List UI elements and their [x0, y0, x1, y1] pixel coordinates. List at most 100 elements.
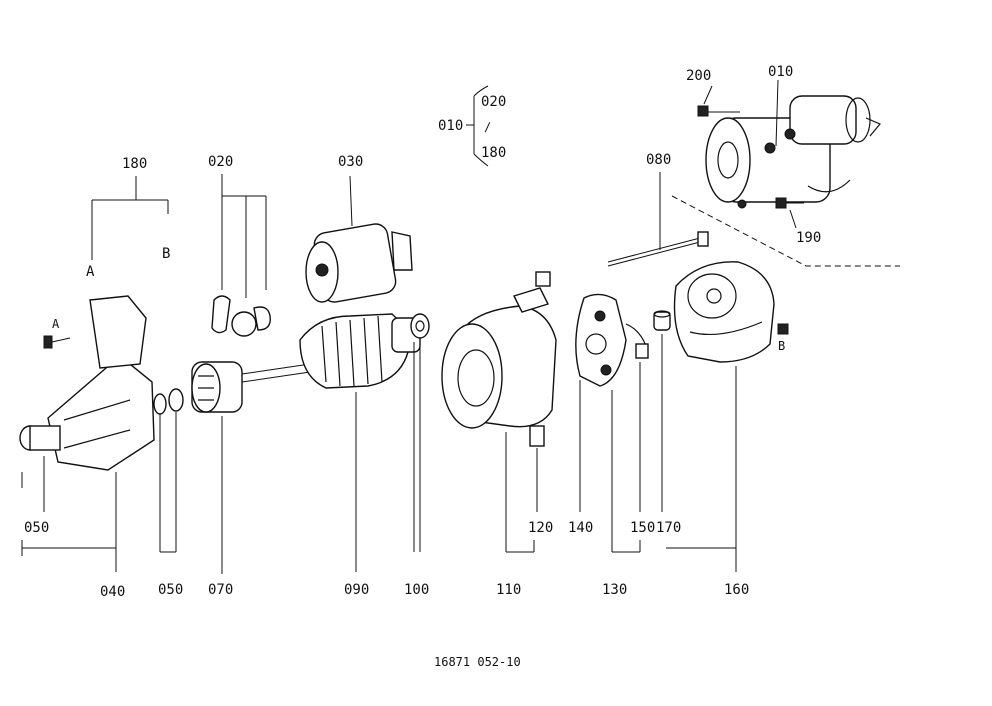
- ref-b-top: B: [162, 246, 170, 262]
- bracket-050-bottom: [159, 412, 177, 553]
- leader-030: [349, 175, 353, 227]
- assembly-boundary-line: [671, 195, 900, 267]
- assembly-legend: 010 020 ∕ 180: [438, 85, 506, 167]
- bolt-190: [775, 197, 804, 229]
- assembled-end-cover-inner: [717, 141, 739, 179]
- rear-frame-rim: [689, 321, 763, 336]
- callout-040: 040: [100, 584, 125, 600]
- callout-130: 130: [602, 582, 627, 598]
- assembled-solenoid: [789, 95, 857, 145]
- yoke-110: [441, 271, 557, 553]
- solenoid-030: [305, 175, 413, 303]
- bracket-180: [91, 176, 169, 260]
- callout-080: 080: [646, 152, 671, 168]
- yoke-field-pole: [457, 349, 495, 407]
- clutch-070: [191, 361, 243, 574]
- callout-150: 150: [630, 520, 655, 536]
- callout-170: 170: [656, 520, 681, 536]
- callout-020: 020: [208, 154, 233, 170]
- through-bolt-shank-bottom: [607, 241, 701, 267]
- shift-lever: [211, 295, 231, 334]
- callout-070: 070: [208, 582, 233, 598]
- bolt-190-head: [775, 197, 787, 209]
- bushing-body: [653, 311, 671, 331]
- legend-range-separator: ∕: [484, 120, 491, 134]
- assembled-starter: [671, 79, 900, 267]
- callout-010: 010: [768, 64, 793, 80]
- solenoid-plunger: [315, 263, 329, 277]
- armature-090: [241, 313, 421, 572]
- bushing-170: [653, 310, 671, 512]
- bolt-b: [777, 323, 789, 335]
- brush-lead-wire: [625, 323, 647, 347]
- legend-assembly-number: 010: [438, 118, 463, 134]
- leader-130-150: [611, 362, 641, 553]
- callout-190: 190: [796, 230, 821, 246]
- front-housing-040: [19, 295, 155, 572]
- callout-100: 100: [404, 582, 429, 598]
- legend-range-end: 180: [481, 145, 506, 161]
- bracket-180-lines: [91, 176, 169, 260]
- callout-050-left: 050: [24, 520, 49, 536]
- callout-090: 090: [344, 582, 369, 598]
- yoke-lead-wire-terminal: [513, 287, 549, 313]
- yoke-opening: [441, 323, 503, 429]
- front-housing-lever-mount: [89, 295, 147, 369]
- rear-frame-shell: [673, 261, 775, 363]
- legend-brace: [466, 85, 489, 167]
- brush-150: [635, 343, 649, 359]
- callout-140: 140: [568, 520, 593, 536]
- leader-190: [789, 209, 797, 229]
- bolt-a-head: [43, 335, 53, 349]
- drawing-code: 16871 052-10: [434, 655, 521, 669]
- armature-shaft-bottom: [241, 371, 311, 383]
- callout-030: 030: [338, 154, 363, 170]
- leader-200: [703, 85, 713, 105]
- clutch-teeth: [198, 375, 214, 401]
- assembled-mount-bolt: [737, 199, 747, 209]
- bracket-020: [211, 174, 271, 337]
- leader-110: [505, 432, 535, 553]
- bearing-100: [410, 313, 430, 552]
- leader-010: [775, 79, 779, 147]
- washer-outer: [153, 393, 167, 415]
- brush-holder-rivet-a: [594, 310, 606, 322]
- bolt-b-head: [777, 323, 789, 335]
- callout-120: 120: [528, 520, 553, 536]
- rear-frame-face: [687, 273, 737, 319]
- assembled-terminal-a: [764, 142, 776, 154]
- ref-a-top: A: [86, 264, 95, 280]
- armature-shaft-top: [241, 363, 311, 375]
- brush-holder-rivet-b: [600, 364, 612, 376]
- leader-100: [413, 342, 421, 552]
- washers-050: [153, 388, 184, 553]
- assembled-drive-nose: [865, 117, 881, 137]
- ref-b-bolt: B: [778, 339, 785, 353]
- rear-frame-160: [666, 261, 775, 572]
- dust-cover: [253, 306, 271, 331]
- assembled-end-cover: [705, 117, 751, 203]
- callout-110: 110: [496, 582, 521, 598]
- bearing-bore: [415, 320, 425, 332]
- callout-050-bottom: 050: [158, 582, 183, 598]
- plunger-plate: [231, 311, 257, 337]
- bolt-200-head: [697, 105, 709, 117]
- bolt-200: [697, 105, 740, 117]
- yoke-terminal-tab: [535, 271, 551, 287]
- bearing-ring: [410, 313, 430, 339]
- through-bolt-080: [607, 172, 709, 267]
- housing-ribs: [63, 399, 131, 449]
- bracket-050-left: [21, 456, 116, 556]
- bolt-a-shank: [51, 337, 71, 343]
- through-bolt-head: [697, 231, 709, 247]
- front-housing-body: [47, 355, 155, 471]
- brush-120: [529, 425, 545, 512]
- callout-200: 200: [686, 68, 711, 84]
- assembled-mount-flange: [807, 179, 851, 193]
- bolt-a: [43, 335, 71, 349]
- brush-holder-130: [575, 293, 649, 553]
- bushing-top: [653, 310, 671, 318]
- armature-windings: [321, 315, 383, 387]
- solenoid-terminal-block: [391, 231, 413, 271]
